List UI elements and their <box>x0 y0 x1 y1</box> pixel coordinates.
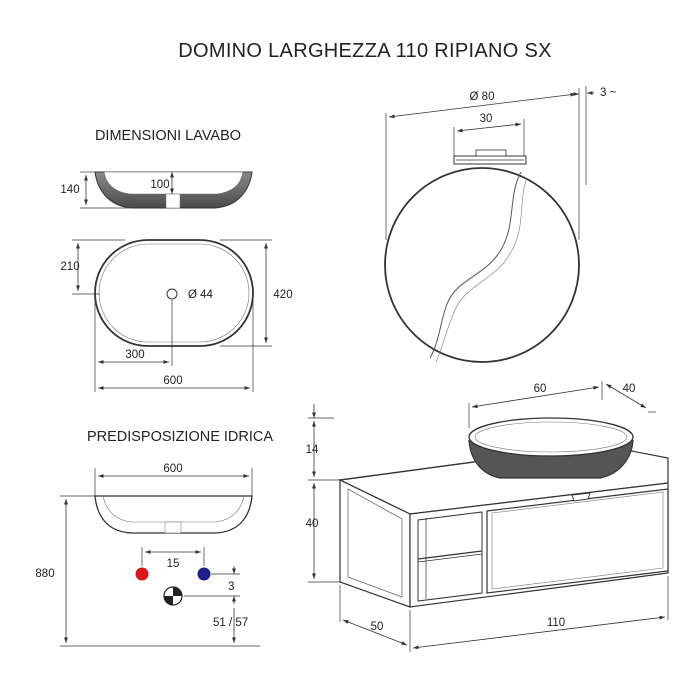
round-mirror <box>384 167 580 363</box>
cabinet-vessel-basin <box>468 417 634 479</box>
mirror-thickness-label: 3 ~ <box>600 87 617 99</box>
hot-water-icon <box>135 567 149 581</box>
cabinet-width-label: 110 <box>547 617 565 629</box>
mirror-lamp <box>453 149 527 165</box>
basin-inner-label: 100 <box>150 179 169 191</box>
cabinet-height-label: 40 <box>306 518 319 530</box>
section-plumbing: PREDISPOSIZIONE IDRICA <box>87 429 273 445</box>
basin-depth-label: 420 <box>273 289 292 301</box>
basin-side-view <box>94 171 253 209</box>
lamp-width-label: 30 <box>480 113 493 125</box>
drain-hole-label: Ø 44 <box>188 289 214 301</box>
page-title: DOMINO LARGHEZZA 110 RIPIANO SX <box>178 40 551 62</box>
section-basin-dimensions: DIMENSIONI LAVABO <box>95 128 241 144</box>
mirror-diameter-label: Ø 80 <box>470 91 495 103</box>
basin-width-label: 600 <box>163 375 182 387</box>
basin-top-view <box>94 239 254 347</box>
offset-label: 3 <box>228 581 234 593</box>
cabinet-basin-width-label: 60 <box>534 383 547 395</box>
top-thickness-label: 14 <box>306 444 319 456</box>
tap-spacing-label: 15 <box>167 558 180 570</box>
basin-height-label: 140 <box>60 184 79 196</box>
hole-offset-label: 300 <box>125 349 144 361</box>
cabinet-body <box>339 479 669 608</box>
plumbing-width-label: 600 <box>163 463 182 475</box>
cold-water-icon <box>197 567 211 581</box>
drain-height-label: 51 / 57 <box>213 617 248 629</box>
drain-hole-icon <box>166 288 178 300</box>
plumbing-height-label: 880 <box>35 568 54 580</box>
drain-symbol-icon <box>163 586 183 606</box>
cabinet-basin-depth-label: 40 <box>623 383 636 395</box>
plumbing-basin-section <box>94 495 253 534</box>
cabinet-depth-label: 50 <box>371 621 384 633</box>
basin-half-depth-label: 210 <box>60 261 79 273</box>
